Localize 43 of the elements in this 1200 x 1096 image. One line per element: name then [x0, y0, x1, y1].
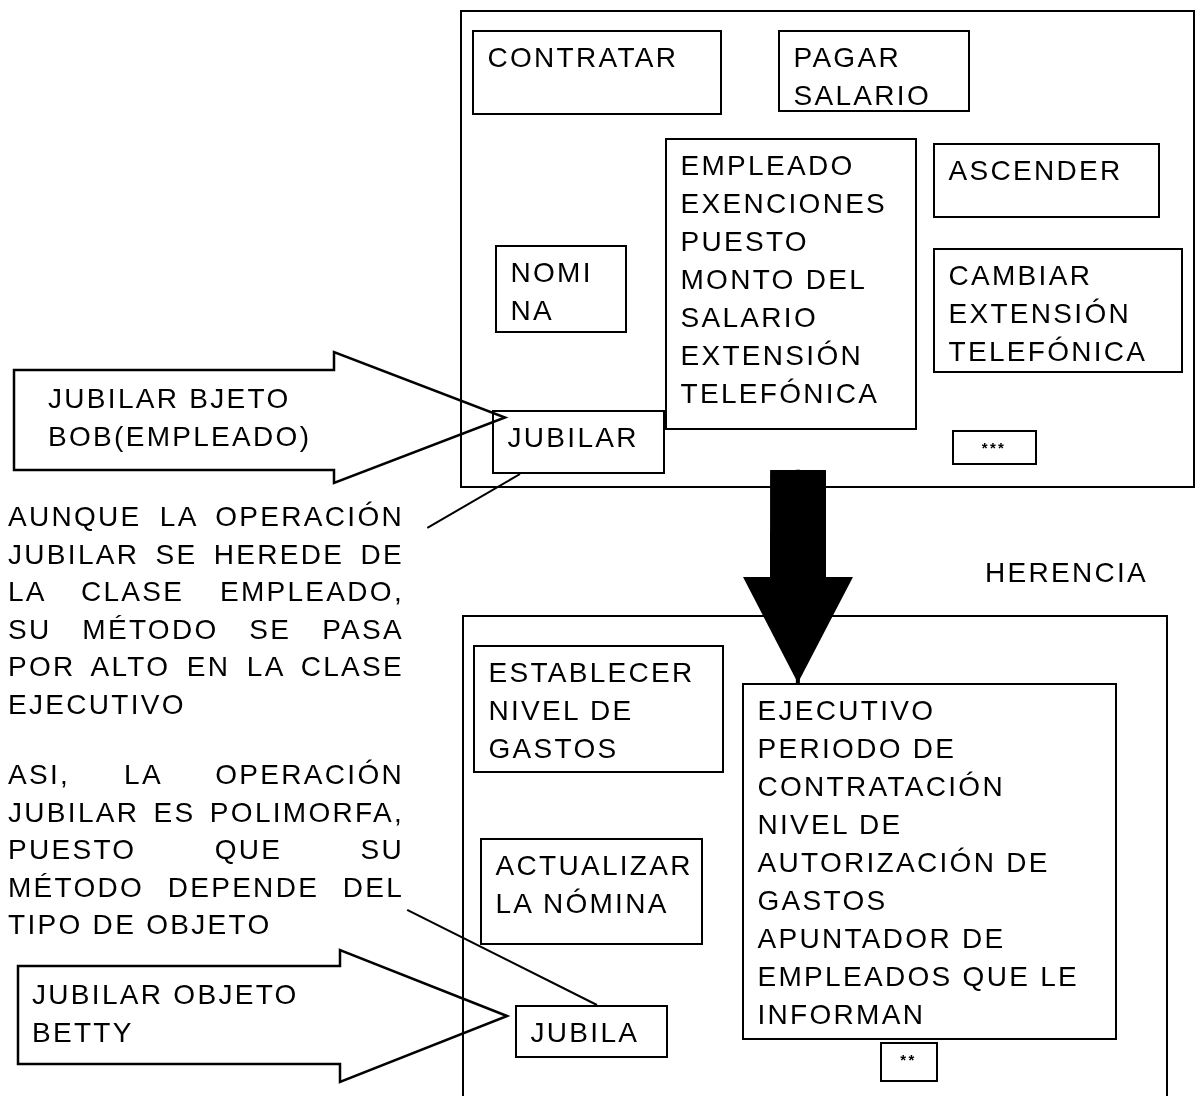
class-member: ESTABLECER NIVEL DE GASTOS: [488, 655, 696, 766]
class-box: [741, 682, 1117, 1040]
class-member: MONTO DEL SALARIO: [680, 262, 868, 335]
placeholder-box: [879, 1041, 938, 1082]
note-text: AUNQUE LA OPERACIÓN JUBILAR SE HEREDE DE LA CLASE EMPLEADO, SU MÉTODO SE PASA POR ALTO EN LA CLASE EJECUTIVO: [8, 500, 404, 722]
relation-label: HERENCIA: [985, 556, 1149, 590]
placeholder-box: [951, 429, 1037, 465]
class-member: PERIODO DE CONTRATACIÓN: [757, 731, 1006, 804]
arrow-label: JUBILAR BJETO BOB(EMPLEADO): [48, 382, 313, 454]
class-member: NOMI NA: [510, 255, 594, 328]
class-box: [472, 644, 724, 773]
class-member: EXENCIONES: [680, 186, 889, 221]
class-member: JUBILA: [530, 1015, 641, 1050]
class-member: PUESTO: [680, 224, 810, 259]
class-frame: [460, 10, 1195, 488]
class-member: APUNTADOR DE EMPLEADOS QUE LE INFORMAN: [757, 921, 1081, 1032]
placeholder-mark: ***: [980, 437, 1008, 458]
class-box: [664, 137, 917, 430]
class-member: CONTRATAR: [487, 40, 680, 75]
class-member: EMPLEADO: [680, 148, 856, 183]
class-box: [932, 247, 1183, 373]
class-member: ASCENDER: [948, 153, 1124, 188]
class-frame: [462, 615, 1168, 1096]
class-box: [777, 29, 970, 112]
class-box: [494, 244, 627, 333]
placeholder-mark: **: [899, 1049, 918, 1070]
class-box: [491, 409, 665, 474]
class-box: [514, 1004, 668, 1058]
note-text: ASI, LA OPERACIÓN JUBILAR ES POLIMORFA, PUESTO QUE SU MÉTODO DEPENDE DEL TIPO DE OBJETO: [8, 758, 404, 943]
leader-line: [426, 473, 522, 529]
inheritance-arrow: [743, 469, 853, 683]
class-member: NIVEL DE AUTORIZACIÓN DE GASTOS: [757, 807, 1051, 918]
arrow-label: JUBILAR OBJETO BETTY: [32, 978, 300, 1050]
class-member: CAMBIAR EXTENSIÓN TELEFÓNICA: [948, 258, 1149, 369]
class-member: EJECUTIVO: [757, 693, 937, 728]
class-box: [471, 29, 722, 115]
class-member: JUBILAR: [507, 420, 640, 455]
class-box: [932, 142, 1160, 218]
class-member: EXTENSIÓN TELEFÓNICA: [680, 338, 881, 411]
class-member: ACTUALIZAR LA NÓMINA: [495, 848, 687, 921]
class-box: [479, 837, 703, 945]
class-member: PAGAR SALARIO: [793, 40, 932, 113]
leader-line: [406, 908, 598, 1006]
